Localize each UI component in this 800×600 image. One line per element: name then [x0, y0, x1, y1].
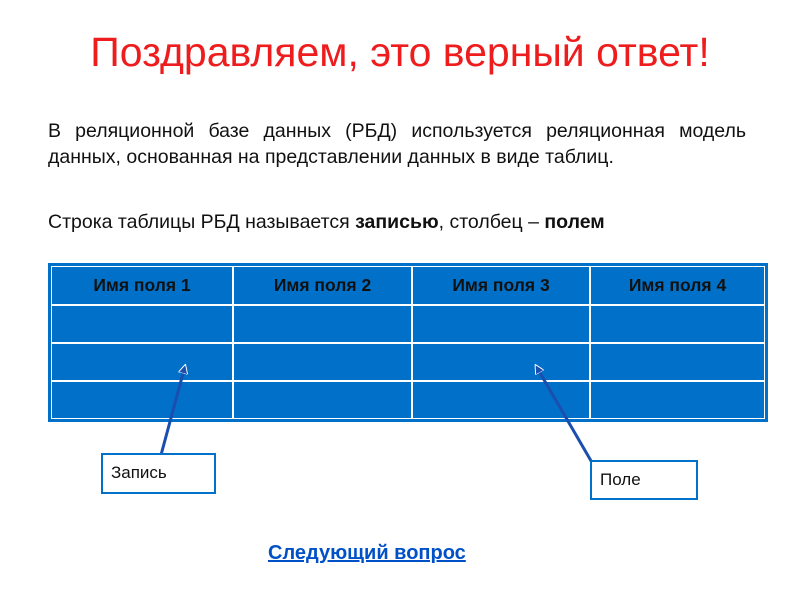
- term-record: записью: [355, 211, 439, 233]
- rdb-table: Имя поля 1 Имя поля 2 Имя поля 3 Имя пол…: [48, 263, 768, 422]
- table-row: [51, 343, 765, 381]
- header-cell-field-2: Имя поля 2: [233, 266, 412, 305]
- header-cell-field-4: Имя поля 4: [590, 266, 765, 305]
- next-question-link[interactable]: Следующий вопрос: [268, 542, 466, 564]
- table-cell: [590, 305, 765, 343]
- table-cell: [590, 381, 765, 419]
- table-cell: [412, 305, 590, 343]
- table-cell: [51, 381, 233, 419]
- table-cell: [51, 305, 233, 343]
- table-cell: [233, 381, 412, 419]
- table-cell: [233, 305, 412, 343]
- paragraph-record-field: Строка таблицы РБД называется записью, с…: [48, 209, 746, 235]
- table-cell: [590, 343, 765, 381]
- table-cell: [412, 343, 590, 381]
- slide-title: Поздравляем, это верный ответ!: [90, 29, 710, 75]
- table-cell: [51, 343, 233, 381]
- header-cell-field-3: Имя поля 3: [412, 266, 590, 305]
- header-cell-field-1: Имя поля 1: [51, 266, 233, 305]
- paragraph-middle: , столбец –: [438, 211, 545, 233]
- table-cell: [412, 381, 590, 419]
- paragraph-prefix: Строка таблицы РБД называется: [48, 211, 356, 233]
- term-field: полем: [544, 211, 605, 233]
- table-row: [51, 381, 765, 419]
- table-header-row: Имя поля 1 Имя поля 2 Имя поля 3 Имя пол…: [51, 266, 765, 305]
- table-row: [51, 305, 765, 343]
- callout-record: Запись: [101, 453, 216, 494]
- table-cell: [233, 343, 412, 381]
- paragraph-rdb-definition: В реляционной базе данных (РБД) использу…: [48, 120, 746, 168]
- callout-field: Поле: [590, 460, 698, 500]
